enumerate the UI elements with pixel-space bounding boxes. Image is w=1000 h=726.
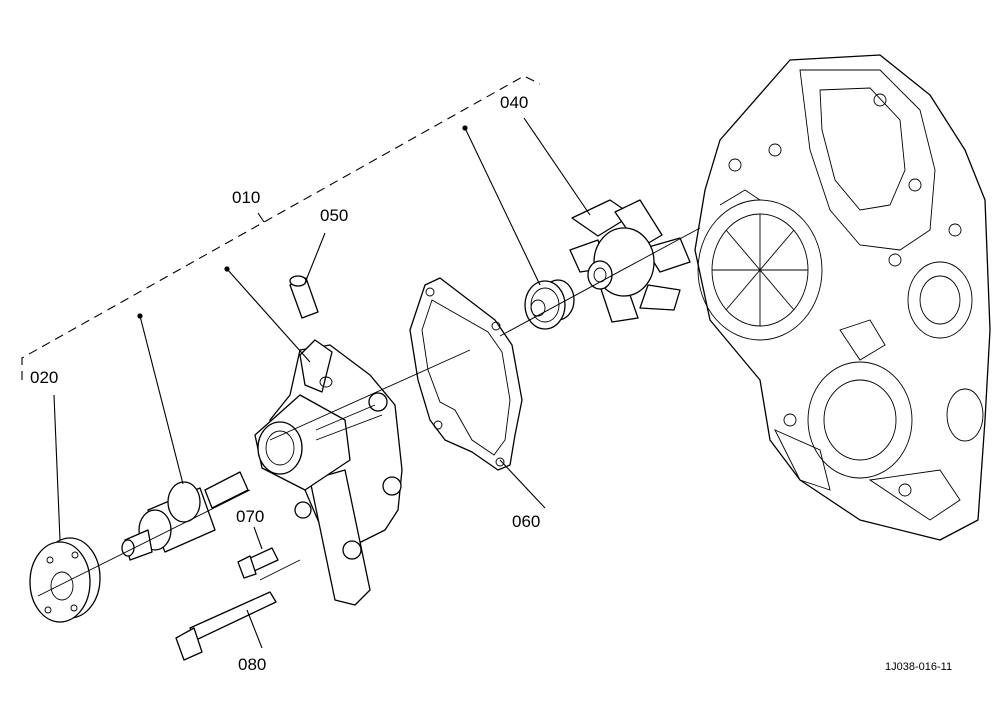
gear-case-housing: [694, 54, 991, 541]
impeller-040: [569, 199, 691, 323]
bolt-080: [175, 591, 277, 661]
mechanical-seal: [524, 279, 575, 330]
bolt-070: [237, 547, 279, 579]
bearing-shaft: [121, 471, 249, 561]
pulley-flange-020: [29, 537, 101, 623]
figure-reference: 1J038-016-11: [885, 661, 952, 673]
assembly-010-bracket: [21, 75, 541, 380]
callout-060: 060: [512, 512, 540, 531]
callout-010: 010: [232, 188, 260, 207]
leader-lines: [53, 117, 591, 649]
gasket-060: [409, 277, 523, 471]
center-axis-lines: [37, 227, 701, 597]
callout-050: 050: [320, 206, 348, 225]
callout-040: 040: [500, 93, 528, 112]
callout-070: 070: [236, 507, 264, 526]
pin-050: [289, 275, 319, 319]
water-pump-body: [254, 339, 403, 606]
callout-020: 020: [30, 368, 58, 387]
callout-080: 080: [238, 655, 266, 674]
